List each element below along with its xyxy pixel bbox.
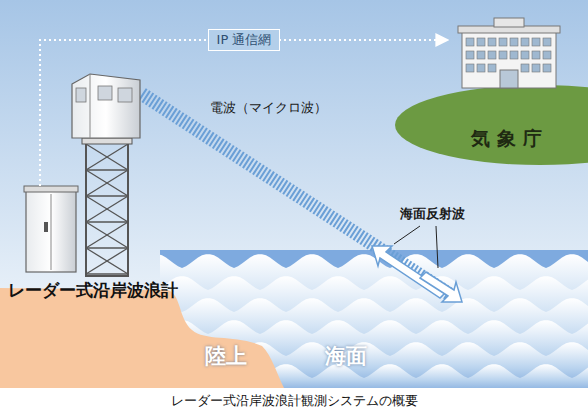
building bbox=[458, 18, 560, 88]
sea-label: 海面 bbox=[325, 342, 367, 370]
network-label: IP 通信網 bbox=[208, 29, 281, 51]
beam-label: 電波（マイクロ波） bbox=[210, 99, 327, 117]
land-label: 陸上 bbox=[205, 342, 247, 370]
island bbox=[395, 85, 588, 165]
leader-lines bbox=[394, 226, 438, 268]
agency-building: 気象庁 bbox=[448, 12, 572, 154]
figure-caption: レーダー式沿岸波浪計観測システムの概要 bbox=[171, 392, 418, 410]
sea-waves bbox=[160, 250, 588, 388]
wave-gauge-station: レーダー式沿岸波浪計 bbox=[5, 186, 235, 304]
land bbox=[0, 288, 284, 388]
ip-network-link bbox=[40, 40, 448, 186]
caption-strip bbox=[0, 388, 588, 415]
reflection-label: 海面反射波 bbox=[400, 205, 465, 223]
agency-name: 気象庁 bbox=[451, 126, 569, 152]
microwave-beam bbox=[142, 94, 462, 302]
control-cabinet bbox=[24, 186, 78, 272]
radar-tower bbox=[72, 74, 140, 276]
station-name: レーダー式沿岸波浪計 bbox=[8, 279, 232, 302]
